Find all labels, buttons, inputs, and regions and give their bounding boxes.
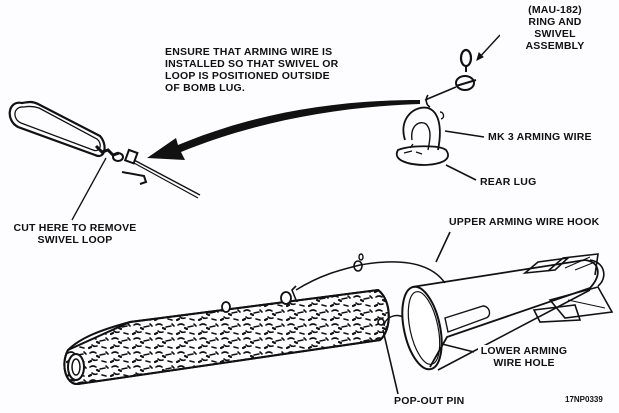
instruction-note: ENSURE THAT ARMING WIRE IS INSTALLED SO … xyxy=(165,46,339,94)
curved-arrow-icon xyxy=(147,100,420,160)
ring-swivel-line-4: ASSEMBLY xyxy=(525,40,585,52)
figure-code: 17NP0339 xyxy=(565,395,603,405)
lower-hole-line-1: LOWER ARMING xyxy=(480,345,568,357)
instruction-line-1: ENSURE THAT ARMING WIRE IS xyxy=(165,46,333,58)
instruction-line-3: LOOP IS POSITIONED OUTSIDE xyxy=(165,70,330,82)
ring-swivel-icon xyxy=(455,34,501,91)
ring-swivel-label: (MAU-182) RING AND SWIVEL ASSEMBLY xyxy=(500,4,610,52)
cut-here-line-2: SWIVEL LOOP xyxy=(37,234,113,246)
instruction-line-4: OF BOMB LUG. xyxy=(165,82,245,94)
cut-here-label: CUT HERE TO REMOVE SWIVEL LOOP xyxy=(6,222,144,246)
bomb-body-icon xyxy=(63,285,390,385)
rear-lug-label: REAR LUG xyxy=(480,176,537,188)
ring-swivel-line-2: RING AND xyxy=(528,16,582,28)
lower-hole-line-2: WIRE HOLE xyxy=(493,357,555,369)
rear-lug-icon xyxy=(395,86,485,181)
swivel-loop-icon xyxy=(8,100,201,221)
ring-swivel-line-3: SWIVEL xyxy=(534,28,576,40)
ring-swivel-line-1: (MAU-182) xyxy=(528,4,582,16)
fin-assembly-icon xyxy=(382,231,614,395)
upper-hook-label: UPPER ARMING WIRE HOOK xyxy=(449,216,600,228)
lower-hole-label: LOWER ARMING WIRE HOLE xyxy=(478,345,570,369)
cut-here-line-1: CUT HERE TO REMOVE xyxy=(13,222,137,234)
pop-out-pin-label: POP-OUT PIN xyxy=(394,395,465,407)
arming-wire-label: MK 3 ARMING WIRE xyxy=(488,131,592,143)
instruction-line-2: INSTALLED SO THAT SWIVEL OR xyxy=(165,58,339,70)
